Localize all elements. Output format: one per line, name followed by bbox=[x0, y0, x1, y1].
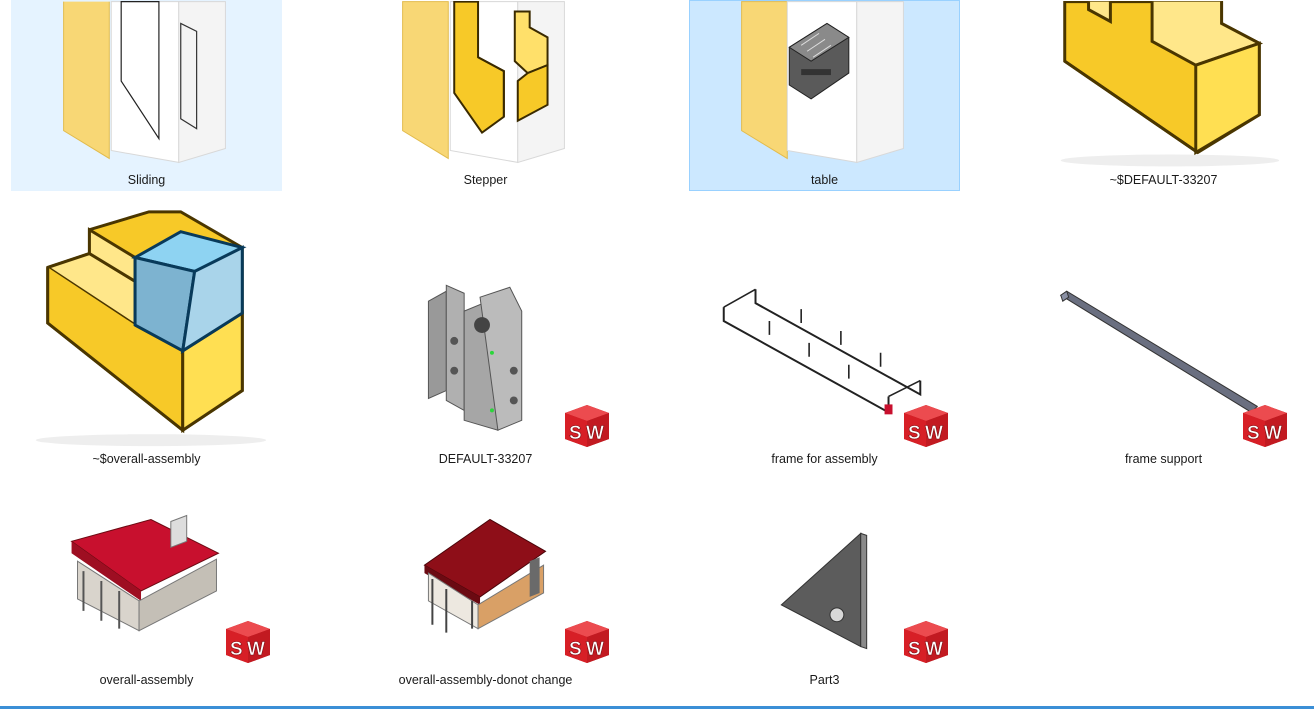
beam-preview bbox=[1059, 290, 1259, 413]
file-tile-sliding[interactable]: Sliding bbox=[11, 0, 282, 191]
file-name: Sliding bbox=[127, 173, 166, 187]
file-name: ~$DEFAULT-33207 bbox=[1109, 173, 1218, 187]
frame-preview bbox=[722, 288, 922, 415]
file-name: Stepper bbox=[463, 173, 508, 187]
file-name: ~$overall-assembly bbox=[92, 452, 201, 466]
file-name: Part3 bbox=[809, 673, 840, 687]
solidworks-assembly-icon bbox=[35, 210, 267, 447]
file-tile-stepper[interactable]: Stepper bbox=[350, 0, 621, 191]
file-tile-temp-default-33207[interactable]: ~$DEFAULT-33207 bbox=[1028, 0, 1299, 191]
solidworks-part-icon bbox=[1060, 1, 1280, 167]
status-bar-edge bbox=[0, 706, 1314, 709]
solidworks-badge-icon bbox=[564, 620, 610, 664]
solidworks-badge-icon bbox=[903, 404, 949, 448]
file-name: table bbox=[810, 173, 839, 187]
file-tile-overall-assembly[interactable]: overall-assembly bbox=[11, 500, 282, 700]
file-name: DEFAULT-33207 bbox=[438, 452, 533, 466]
folder-icon bbox=[63, 1, 226, 164]
folder-icon bbox=[741, 1, 904, 164]
part-preview bbox=[427, 284, 523, 431]
file-tile-default-33207[interactable]: DEFAULT-33207 bbox=[350, 200, 621, 466]
file-tile-overall-assembly-donot-change[interactable]: overall-assembly-donot change bbox=[350, 500, 621, 700]
solidworks-badge-icon bbox=[564, 404, 610, 448]
file-name: frame support bbox=[1124, 452, 1203, 466]
file-name: overall-assembly bbox=[99, 673, 194, 687]
file-tile-frame-for-assembly[interactable]: frame for assembly bbox=[689, 200, 960, 466]
file-name: frame for assembly bbox=[771, 452, 878, 466]
plate-preview bbox=[780, 532, 868, 650]
file-tile-table[interactable]: table bbox=[689, 0, 960, 191]
solidworks-badge-icon bbox=[903, 620, 949, 664]
file-tile-temp-overall-assembly[interactable]: ~$overall-assembly bbox=[11, 200, 282, 466]
folder-icon bbox=[402, 1, 565, 164]
file-tile-frame-support[interactable]: frame support bbox=[1028, 200, 1299, 466]
file-name: overall-assembly-donot change bbox=[398, 673, 573, 687]
solidworks-badge-icon bbox=[225, 620, 271, 664]
assembly-preview bbox=[423, 518, 547, 633]
assembly-preview bbox=[70, 514, 220, 632]
solidworks-badge-icon bbox=[1242, 404, 1288, 448]
file-tile-part3[interactable]: Part3 bbox=[689, 500, 960, 700]
